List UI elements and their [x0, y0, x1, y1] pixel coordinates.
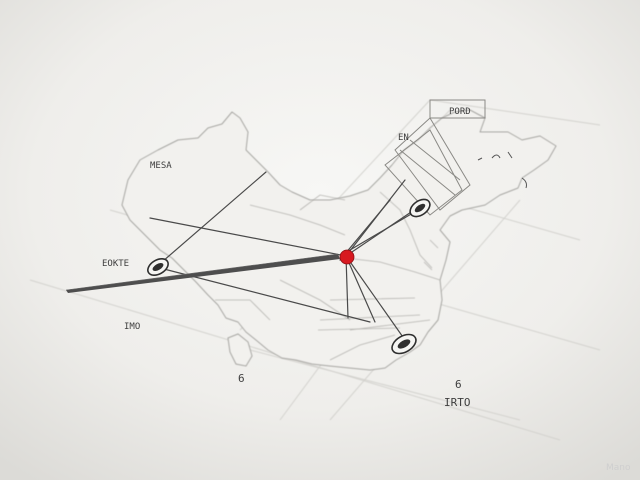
route-southeast	[345, 255, 406, 341]
route-south-a	[345, 255, 349, 319]
label-southwest: IMO	[124, 322, 140, 332]
region-borders	[215, 191, 441, 361]
route-northwest	[154, 171, 267, 269]
northeast-doodles	[477, 151, 527, 189]
hub-marker[interactable]	[339, 249, 355, 265]
thick-route	[65, 253, 340, 293]
oval-marker-north[interactable]	[407, 196, 433, 220]
north-sector-box	[384, 99, 486, 216]
label-southeast-glyph: 6	[455, 378, 462, 391]
route-south-b	[345, 255, 376, 323]
island-outline	[227, 333, 253, 367]
label-far-south: 6	[238, 372, 245, 385]
label-northeast-mark: EN	[398, 133, 409, 143]
label-west-upper: MESA	[150, 161, 172, 171]
route-lines	[149, 171, 421, 341]
label-southeast: IRTO	[444, 396, 471, 409]
label-north-box: PORD	[449, 107, 471, 117]
oval-marker-southeast[interactable]	[389, 331, 420, 358]
watermark: Mano	[606, 463, 631, 473]
label-west-left: EOKTE	[102, 259, 129, 269]
route-west	[149, 217, 347, 257]
oval-marker-west[interactable]	[145, 255, 171, 278]
